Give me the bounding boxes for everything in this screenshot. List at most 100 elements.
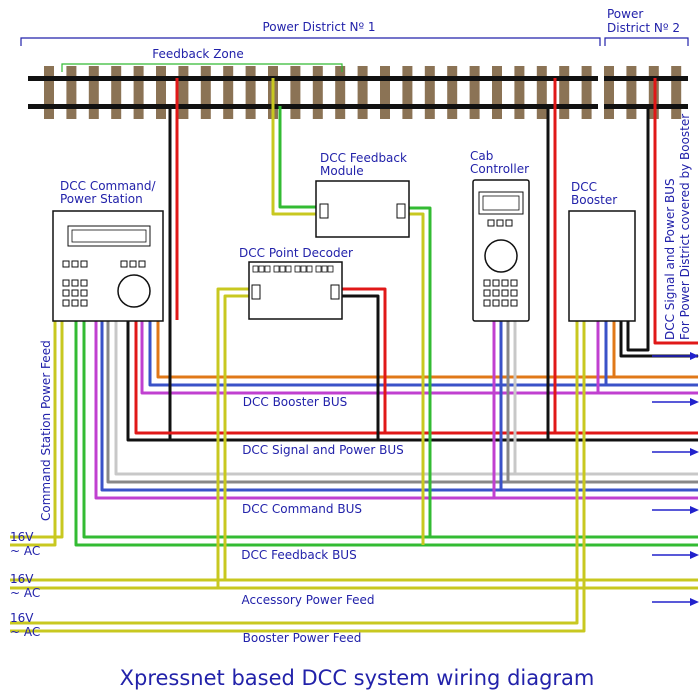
command-station	[52, 210, 164, 322]
sleeper	[671, 66, 682, 119]
wire-fb-module-green-right-b	[405, 212, 425, 545]
bus-label-accessory-feed: Accessory Power Feed	[242, 593, 375, 607]
cab-key	[483, 289, 491, 297]
ac-label-2-ac: ~ AC	[10, 586, 40, 600]
wire-fb-module-green-right-a	[405, 206, 432, 537]
cab-key	[492, 279, 500, 287]
district-2-label-line1: Power	[607, 7, 643, 21]
wire-cs-feed-1	[10, 320, 64, 539]
point-decoder-label: DCC Point Decoder	[239, 246, 353, 260]
cab-key	[483, 299, 491, 307]
bus-arrow-head	[690, 398, 699, 406]
sleeper	[626, 66, 637, 119]
wire-cs-feed-2	[10, 320, 57, 547]
cab-key	[483, 279, 491, 287]
feedback-zone-label: Feedback Zone	[152, 47, 244, 61]
feedback-module-label-2: Module	[320, 164, 364, 178]
pd-terminal	[294, 265, 301, 273]
sleeper	[559, 66, 570, 119]
pd-terminal	[327, 265, 334, 273]
sleeper	[200, 66, 211, 119]
sleeper	[536, 66, 547, 119]
ac-label-3-ac: ~ AC	[10, 625, 40, 639]
cs-key	[129, 260, 137, 268]
diagram-title: Xpressnet based DCC system wiring diagra…	[120, 666, 595, 690]
feedback-module-box	[315, 180, 410, 238]
cs-key	[71, 260, 79, 268]
bus-label-feedback: DCC Feedback BUS	[241, 548, 356, 562]
wire-feedback-green-1	[82, 320, 698, 539]
bus-arrow-head	[690, 448, 699, 456]
booster	[568, 210, 636, 322]
rail-bottom	[28, 104, 688, 109]
cab-key	[510, 299, 518, 307]
sleeper	[402, 66, 413, 119]
wire-signal-red-bus	[134, 320, 698, 435]
district-1-label: Power District Nº 1	[262, 20, 375, 34]
sleeper	[111, 66, 122, 119]
cs-key	[80, 279, 88, 287]
pd-connector-left	[251, 284, 261, 300]
pd-terminal	[306, 265, 313, 273]
fb-connector-left	[319, 203, 329, 219]
cab-key	[501, 299, 509, 307]
sleeper	[245, 66, 256, 119]
cab-key	[510, 279, 518, 287]
bus-arrow-head	[690, 598, 699, 606]
pd-connector-right	[330, 284, 340, 300]
command-station-label-1: DCC Command/	[60, 179, 156, 193]
cab-key	[501, 289, 509, 297]
point-decoder-connectors	[252, 265, 334, 273]
sleeper	[335, 66, 346, 119]
wire-fb-module-track-a	[271, 78, 322, 216]
cab-display-inner	[482, 195, 520, 211]
cs-key	[71, 279, 79, 287]
wire-fb-module-track-b	[278, 106, 322, 209]
wire-decoder-red	[338, 287, 387, 433]
sleeper	[223, 66, 234, 119]
bus-label-booster-feed: Booster Power Feed	[243, 631, 362, 645]
point-decoder	[248, 261, 343, 320]
cs-keypad	[62, 260, 146, 307]
wires	[10, 78, 698, 633]
bus-label-command: DCC Command BUS	[242, 502, 362, 516]
district-2-label-line2: District Nº 2	[607, 21, 680, 35]
cs-display-inner	[71, 229, 147, 243]
wire-booster-bus-orange	[156, 320, 698, 379]
cs-key	[120, 260, 128, 268]
sleeper	[380, 66, 390, 119]
cab-key	[487, 219, 495, 227]
pd-terminal	[264, 265, 271, 273]
pd-terminal	[279, 265, 286, 273]
cab-key	[501, 279, 509, 287]
wire-decoder-black	[338, 294, 380, 440]
cs-key	[62, 279, 70, 287]
command-station-label-2: Power Station	[60, 192, 143, 206]
wire-booster-feed-1	[10, 320, 579, 625]
wire-booster-bus-magenta	[140, 320, 698, 395]
cab-controller-label-2: Controller	[470, 162, 529, 176]
cab-controller	[472, 179, 530, 322]
ac-label-1-v: 16V	[10, 530, 34, 544]
sleeper	[312, 66, 323, 119]
booster-box	[568, 210, 636, 322]
wire-booster-out-black	[626, 106, 650, 352]
cs-key	[80, 260, 88, 268]
cs-key	[71, 299, 79, 307]
cs-knob	[117, 274, 151, 308]
bus-arrow-head	[690, 506, 699, 514]
cab-knob	[484, 239, 518, 273]
bus-arrows	[652, 352, 699, 606]
ac-label-2-v: 16V	[10, 572, 34, 586]
sleeper	[178, 66, 189, 119]
cs-key	[71, 289, 79, 297]
cs-power-feed-label: Command Station Power Feed	[39, 340, 53, 521]
pd-terminal	[252, 265, 259, 273]
bus-label-booster: DCC Booster BUS	[243, 395, 347, 409]
sleeper	[447, 66, 458, 119]
wire-command-magenta	[94, 320, 698, 500]
wire-booster-out-red	[653, 78, 698, 345]
sleeper	[514, 66, 525, 119]
booster-label-2: Booster	[571, 193, 617, 207]
sleeper	[469, 66, 480, 119]
